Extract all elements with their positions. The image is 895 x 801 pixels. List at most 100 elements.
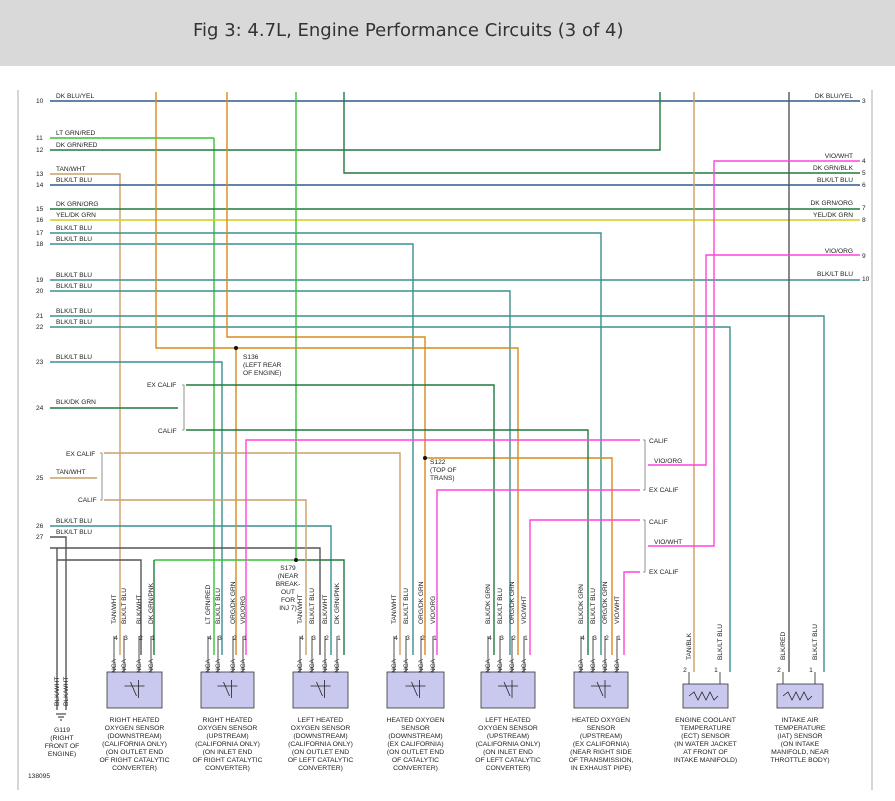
o2-sensor-box	[480, 671, 536, 709]
right-wire-label: BLK/LT BLU	[817, 177, 853, 184]
temp-sensor-caption: THROTTLE BODY)	[770, 757, 829, 764]
wire-24-ex	[186, 384, 495, 655]
sensor-caption: IN EXHAUST PIPE)	[571, 765, 631, 772]
sensor-pin-num: 2	[605, 635, 609, 642]
sensor-layer	[56, 671, 824, 721]
splice-label: TRANS)	[430, 475, 455, 482]
splice-label: FOR	[281, 597, 295, 604]
sensor-wire-label: ORG/DK GRN	[509, 581, 516, 624]
figure-id: 138095	[28, 773, 50, 780]
temp-sensor-box	[682, 683, 729, 709]
bracket-24	[182, 384, 185, 431]
sensor-wire-label: VIO/ORG	[430, 596, 437, 624]
splice-label: (NEAR	[278, 573, 299, 580]
splice-label: S122	[430, 459, 446, 466]
sensor-wire-label: TAN/WHT	[297, 594, 304, 624]
left-wire-label: BLK/LT BLU	[56, 529, 92, 536]
temp-sensor-caption: AT FRONT OF	[683, 749, 728, 756]
o2-sensor-symbol-icon	[124, 680, 145, 698]
sensor-caption: (UPSTREAM)	[487, 733, 529, 740]
sensor-wire-label: BLK/WHT	[136, 595, 143, 624]
wire-vio-wht	[648, 160, 860, 547]
wire-org-s6	[425, 457, 613, 655]
sensor-caption: (ON OUTLET END	[106, 749, 163, 756]
sensor-caption: HEATED OXYGEN	[386, 717, 444, 724]
left-wire-label: BLK/DK GRN	[56, 399, 96, 406]
temp-sensor-caption: (IN WATER JACKET	[674, 741, 737, 748]
sensor-pin-num: 4	[300, 635, 304, 642]
sensor-nca-label: NCA	[297, 658, 304, 673]
o2-sensor-box	[573, 671, 629, 709]
ground-wire-label: BLK/WHT	[63, 677, 70, 706]
sensor-pin-num: 4	[394, 635, 398, 642]
temp-pin-num: 1	[714, 667, 718, 674]
ex-calif-label: EX CALIF	[147, 382, 176, 389]
right-wire-label: VIO/ORG	[825, 248, 853, 255]
splice-s122	[423, 456, 427, 460]
sensor-nca-label: NCA	[418, 658, 425, 673]
sensor-wire-label: VIO/ORG	[240, 596, 247, 624]
left-wire-num: 19	[36, 277, 44, 284]
sensor-nca-label: NCA	[602, 658, 609, 673]
right-wire-num: 4	[862, 158, 866, 165]
bracket-vio-wht	[643, 519, 646, 573]
bracket-25	[100, 452, 103, 501]
sensor-pin-num: 3	[312, 635, 316, 642]
wire-blkwht	[57, 559, 142, 655]
left-wire-label: YEL/DK GRN	[56, 212, 96, 219]
sensor-wire-label: TAN/WHT	[111, 594, 118, 624]
sensor-pin-num: 4	[488, 635, 492, 642]
sensor-wire-label: ORG/DK GRN	[602, 581, 609, 624]
left-wire-label: BLK/LT BLU	[56, 272, 92, 279]
sensor-pin-num: 2	[512, 635, 516, 642]
sensor-pin-num: 3	[124, 635, 128, 642]
sensor-pin-num: 4	[208, 635, 212, 642]
sensor-nca-label: NCA	[614, 658, 621, 673]
left-wire-label: TAN/WHT	[56, 166, 86, 173]
sensor-wire-label: VIO/WHT	[614, 596, 621, 624]
temp-wire-label: BLK/LT BLU	[717, 624, 724, 660]
sensor-caption: OF CATALYTIC	[392, 757, 439, 764]
splice-label: BREAK-	[276, 581, 301, 588]
wire-12	[50, 92, 661, 151]
sensor-caption: CONVERTER)	[112, 765, 157, 772]
left-wire-num: 10	[36, 98, 44, 105]
splice-label: INJ 7)	[279, 605, 297, 612]
sensor-caption: (ON INLET END	[483, 749, 533, 756]
wire-layer	[17, 90, 873, 790]
right-wire-num: 8	[862, 217, 866, 224]
wire-vio-org-calif	[245, 439, 640, 655]
sensor-nca-label: NCA	[230, 658, 237, 673]
left-wire-num: 18	[36, 241, 44, 248]
sensor-pin-num: 2	[421, 635, 425, 642]
sensor-caption: CONVERTER)	[486, 765, 531, 772]
sensor-caption: SENSOR	[401, 725, 430, 732]
temp-sensor-caption: TEMPERATURE	[680, 725, 731, 732]
wire-21	[50, 315, 825, 672]
right-wire-num: 6	[862, 182, 866, 189]
temp-sensor-caption: TEMPERATURE	[775, 725, 826, 732]
left-wire-label: BLK/LT BLU	[56, 319, 92, 326]
sensor-pin-num: 4	[581, 635, 585, 642]
sensor-nca-label: NCA	[148, 658, 155, 673]
left-wire-label: BLK/LT BLU	[56, 225, 92, 232]
sensor-pin-num: 1	[243, 635, 247, 642]
sensor-caption: (UPSTREAM)	[580, 733, 622, 740]
sensor-caption: (NEAR RIGHT SIDE	[570, 749, 632, 756]
temp-wire-label: BLK/LT BLU	[812, 624, 819, 660]
left-wire-label: BLK/LT BLU	[56, 236, 92, 243]
sensor-pin-num: 1	[337, 635, 341, 642]
wire-26	[50, 525, 332, 655]
wire-23	[50, 361, 223, 655]
sensor-caption: RIGHT HEATED	[110, 717, 160, 724]
left-wire-num: 12	[36, 147, 44, 154]
sensor-caption: (ON OUTLET END	[292, 749, 349, 756]
title-banner: Fig 3: 4.7L, Engine Performance Circuits…	[0, 0, 895, 66]
wire-27-b	[50, 547, 321, 655]
o2-sensor-symbol-icon	[498, 680, 518, 698]
sensor-caption: (DOWNSTREAM)	[388, 733, 442, 740]
sensor-pin-num: 1	[617, 635, 621, 642]
o2-sensor-symbol-icon	[591, 680, 611, 698]
left-wire-label: DK BLU/YEL	[56, 93, 94, 100]
right-wire-label: BLK/LT BLU	[817, 271, 853, 278]
